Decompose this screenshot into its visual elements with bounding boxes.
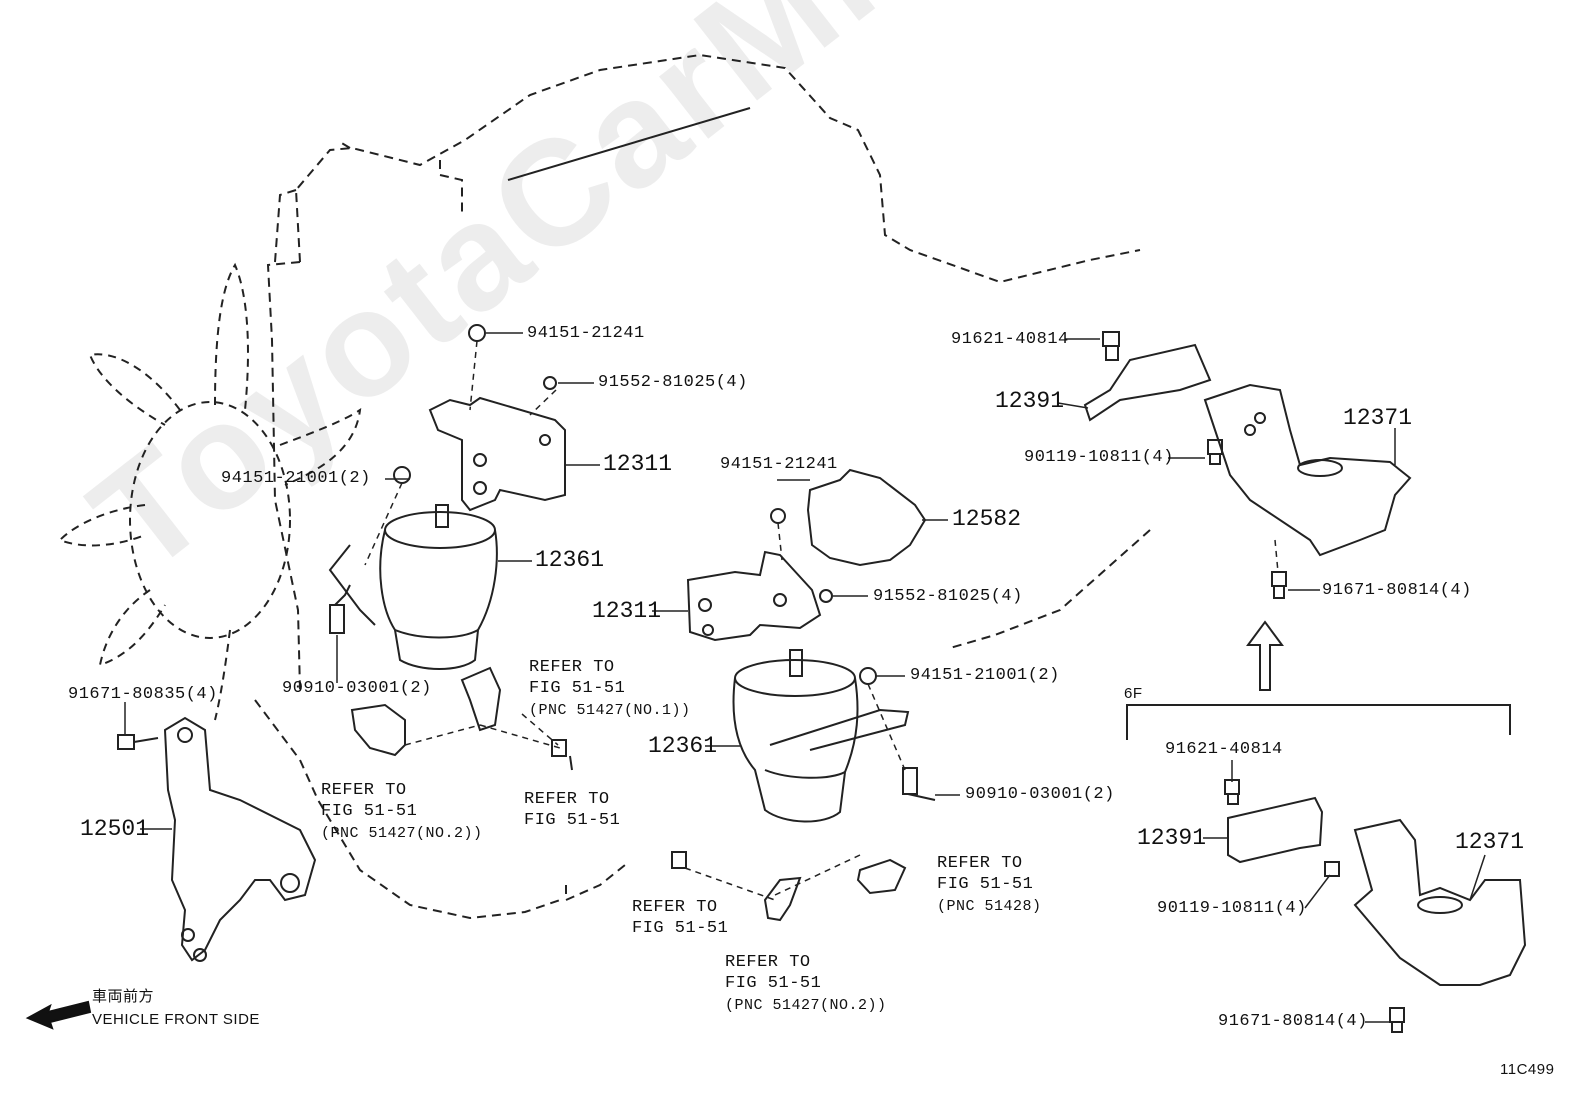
part-number: 12391 [995,388,1065,414]
part-number: 12311 [592,598,662,624]
middle-bracket-12311 [686,550,822,642]
leader-lines [124,332,1486,1023]
cooling-fan [58,262,362,721]
part-number: 90119-10811(4) [1157,899,1307,918]
variant-plate-12391 [1227,796,1324,864]
bolt-icon [1102,331,1120,361]
part-number: 90910-03001(2) [282,679,432,698]
left-bracket-12311 [428,396,566,512]
part-number: 94151-21241 [527,324,645,343]
dashed-guides [364,340,1279,901]
bolt-icon [1389,1007,1405,1033]
bolt-icon [543,376,557,390]
part-number: 91552-81025(4) [598,373,748,392]
part-number: 12371 [1455,829,1525,855]
bolt-icon [1207,439,1223,465]
front-arrow-icon [25,1000,92,1030]
part-number: 12311 [603,451,673,477]
engine-outline [254,53,1151,920]
variant-rear-insulator-12371 [1353,818,1527,986]
part-number: 12582 [952,506,1022,532]
part-number: 91671-80835(4) [68,685,218,704]
nut-icon [770,508,786,524]
stud-bolt-icon [902,767,936,801]
part-number: 94151-21001(2) [221,469,371,488]
part-number: 12371 [1343,405,1413,431]
engine-detail-line [507,107,751,181]
cover-12582 [806,468,927,567]
bolt-icon [819,589,833,603]
part-number: 12501 [80,816,150,842]
part-number: 94151-21241 [720,455,838,474]
part-number: 91621-40814 [1165,740,1283,759]
part-number: 94151-21001(2) [910,666,1060,685]
engine-bracket-12501 [163,716,317,962]
part-number: 91671-80814(4) [1322,581,1472,600]
nut-icon [468,324,486,342]
left-bracket-small-1 [460,666,502,732]
figure-code: 11C499 [1500,1061,1555,1078]
part-number: 91671-80814(4) [1218,1012,1368,1031]
part-number: 91552-81025(4) [873,587,1023,606]
left-insulator-12361 [328,504,498,670]
front-side-label: VEHICLE FRONT SIDE [92,1011,260,1028]
nut-icon [859,667,877,685]
middle-bracket-small-1 [763,876,802,922]
part-number: 91621-40814 [951,330,1069,349]
part-number: 90910-03001(2) [965,785,1115,804]
stud-bolt-icon [329,584,351,634]
front-side-label-jp: 車両前方 [92,988,155,1005]
part-number: 12361 [648,733,718,759]
part-number: 90119-10811(4) [1024,448,1174,467]
arrow-up-icon [1246,620,1284,691]
variant-code: 6F [1124,685,1143,702]
middle-insulator-12361 [732,649,910,823]
rear-insulator-12371 [1203,383,1412,557]
left-bracket-small-2 [350,703,406,757]
bolt-icon [671,851,687,869]
plate-12391 [1083,343,1212,422]
bolt-icon [1224,779,1240,805]
bolt-icon [1324,861,1340,877]
part-number: 12361 [535,547,605,573]
bolt-icon [1271,571,1287,599]
bolt-icon [551,739,573,771]
bolt-icon [117,734,159,750]
part-number: 12391 [1137,825,1207,851]
nut-icon [393,466,411,484]
middle-bracket-small-2 [856,858,907,895]
variant-bracket [1126,704,1511,740]
